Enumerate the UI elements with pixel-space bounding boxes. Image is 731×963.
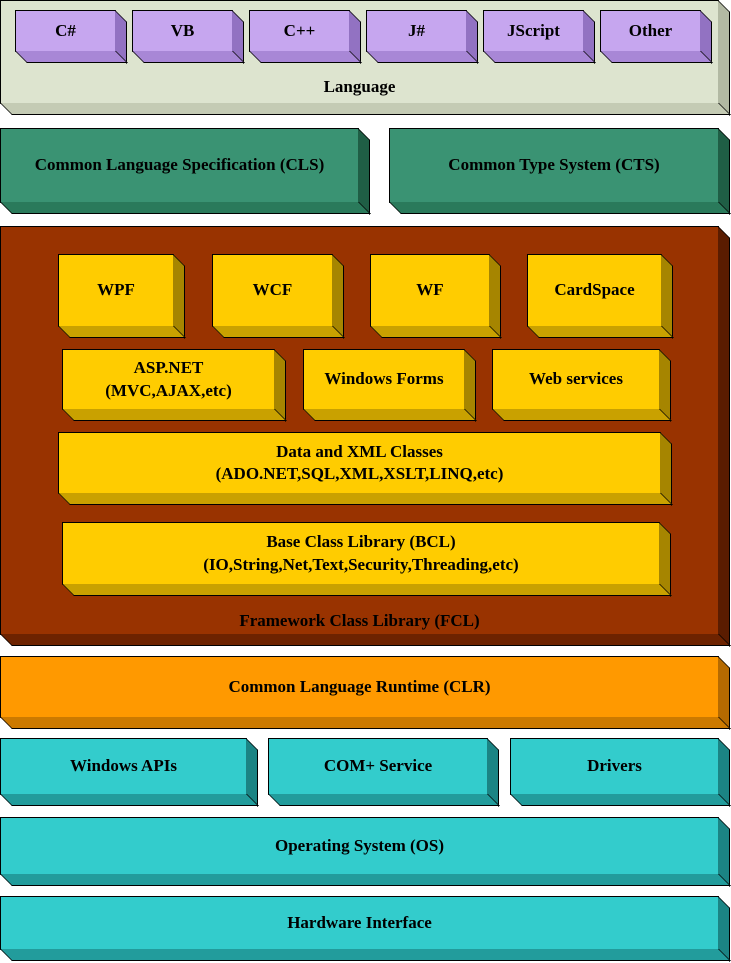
bcl-box: Base Class Library (BCL) (IO,String,Net,… — [62, 522, 660, 585]
wcf-label: WCF — [252, 280, 293, 300]
cls-box: Common Language Specification (CLS) — [0, 128, 359, 203]
language-vb: VB — [132, 10, 233, 52]
complus-box: COM+ Service — [268, 738, 488, 795]
drivers-box: Drivers — [510, 738, 719, 795]
wf-box: WF — [370, 254, 490, 327]
language-jsharp: J# — [366, 10, 467, 52]
windows-apis-label: Windows APIs — [70, 756, 177, 776]
os-label: Operating System (OS) — [274, 835, 445, 855]
language-cpp-label: C++ — [283, 20, 316, 40]
language-vb-label: VB — [170, 20, 195, 40]
data-xml-label-line1: Data and XML Classes — [276, 441, 443, 461]
language-jsharp-label: J# — [408, 20, 425, 40]
language-csharp: C# — [15, 10, 116, 52]
data-xml-label: Data and XML Classes (ADO.NET,SQL,XML,XS… — [59, 433, 660, 493]
os-layer: Operating System (OS) — [0, 817, 719, 875]
language-other-label: Other — [628, 20, 673, 40]
bcl-label-line2: (IO,String,Net,Text,Security,Threading,e… — [203, 554, 519, 574]
webservices-label: Web services — [529, 369, 623, 389]
language-jscript-label: JScript — [507, 20, 560, 40]
aspnet-label-line2: (MVC,AJAX,etc) — [105, 380, 232, 400]
aspnet-label: ASP.NET (MVC,AJAX,etc) — [63, 350, 274, 409]
clr-layer: Common Language Runtime (CLR) — [0, 656, 719, 718]
drivers-label: Drivers — [587, 756, 642, 776]
wpf-label: WPF — [97, 280, 135, 300]
bcl-label-line1: Base Class Library (BCL) — [266, 532, 456, 552]
wf-label: WF — [416, 280, 444, 300]
cls-label: Common Language Specification (CLS) — [34, 155, 325, 175]
language-csharp-label: C# — [55, 20, 76, 40]
data-xml-box: Data and XML Classes (ADO.NET,SQL,XML,XS… — [58, 432, 661, 494]
data-xml-label-line2: (ADO.NET,SQL,XML,XSLT,LINQ,etc) — [215, 464, 504, 483]
winforms-box: Windows Forms — [303, 349, 465, 410]
cardspace-box: CardSpace — [527, 254, 662, 327]
aspnet-box: ASP.NET (MVC,AJAX,etc) — [62, 349, 275, 410]
language-label: Language — [323, 77, 396, 96]
language-other: Other — [600, 10, 701, 52]
fcl-label: Framework Class Library (FCL) — [239, 611, 480, 630]
hardware-label: Hardware Interface — [287, 912, 432, 932]
winforms-label: Windows Forms — [324, 369, 444, 389]
complus-label: COM+ Service — [323, 756, 433, 776]
windows-apis-box: Windows APIs — [0, 738, 247, 795]
bcl-label: Base Class Library (BCL) (IO,String,Net,… — [63, 523, 659, 584]
webservices-box: Web services — [492, 349, 660, 410]
clr-label: Common Language Runtime (CLR) — [228, 676, 491, 696]
aspnet-label-line1: ASP.NET — [133, 358, 204, 378]
cts-box: Common Type System (CTS) — [389, 128, 719, 203]
wpf-box: WPF — [58, 254, 174, 327]
cts-label: Common Type System (CTS) — [448, 155, 660, 175]
language-jscript: JScript — [483, 10, 584, 52]
language-cpp: C++ — [249, 10, 350, 52]
cardspace-label: CardSpace — [554, 280, 635, 300]
wcf-box: WCF — [212, 254, 333, 327]
hardware-layer: Hardware Interface — [0, 896, 719, 950]
